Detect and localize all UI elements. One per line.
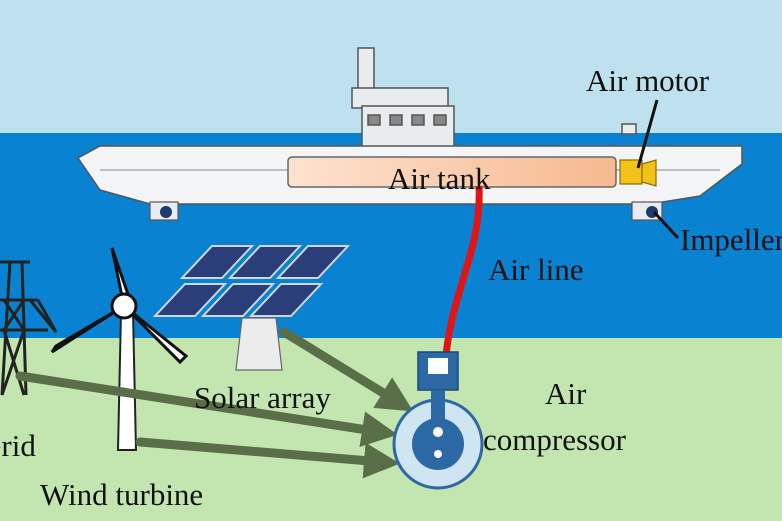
label-impeller: Impeller: [680, 222, 782, 257]
solar-stand: [235, 317, 283, 371]
air-line: [442, 185, 483, 357]
label-air-compressor-1: Air: [545, 376, 587, 411]
impeller-right: [631, 201, 663, 221]
turbine-hub: [110, 292, 138, 320]
wind-turbine: [50, 247, 189, 451]
impeller-left: [149, 201, 179, 221]
arrow-solar: [279, 327, 414, 412]
grid-tower: [0, 260, 58, 396]
label-grid: Grid: [0, 428, 36, 463]
air-tank: [287, 156, 617, 188]
turbine-tower: [116, 311, 138, 451]
impeller-pointer: [652, 210, 680, 240]
label-air-line: Air line: [488, 252, 584, 287]
solar-array: [152, 245, 351, 371]
label-wind-turbine: Wind turbine: [40, 477, 203, 512]
air-motor: [619, 159, 657, 187]
arrow-grid: [15, 371, 398, 448]
label-solar-array: Solar array: [194, 380, 331, 415]
label-air-compressor-2: compressor: [483, 422, 627, 457]
ship-bridge: [351, 47, 637, 149]
arrow-wind: [135, 437, 400, 479]
energy-arrows: [15, 327, 414, 479]
label-air-tank: Air tank: [388, 161, 491, 196]
air-motor-pointer: [636, 99, 659, 169]
ship: [76, 47, 743, 221]
label-air-motor: Air motor: [586, 63, 710, 98]
air-compressor: [392, 351, 484, 490]
